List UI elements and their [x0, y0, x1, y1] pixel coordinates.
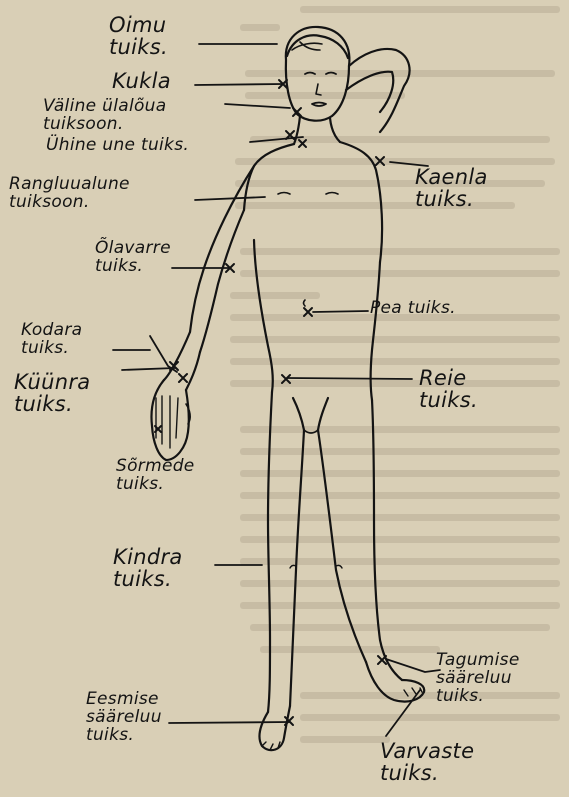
head-and-hair — [286, 27, 350, 121]
label-kukla-pulse: Kukla — [112, 70, 171, 92]
legs — [260, 392, 425, 750]
label-olavarre-pulse: Õlavarre tuiks. — [95, 240, 171, 276]
label-valine-ulaloua-pulse: Väline ülalõua tuiksoon. — [43, 98, 166, 134]
label-uhine-une-pulse: Ühine une tuiks. — [46, 137, 189, 155]
label-tagumise-saareluu-pulse: Tagumise sääreluu tuiks. — [436, 652, 520, 706]
label-sormede-pulse: Sõrmede tuiks. — [116, 458, 195, 494]
label-pea-pulse: Pea tuiks. — [370, 300, 456, 318]
label-eesmise-saareluu-pulse: Eesmise sääreluu tuiks. — [86, 691, 162, 745]
label-kindra-pulse: Kindra tuiks. — [113, 546, 183, 590]
label-varvaste-pulse: Varvaste tuiks. — [380, 740, 474, 784]
label-kuunra-pulse: Küünra tuiks. — [14, 371, 90, 415]
right-arm-and-hand — [152, 166, 255, 460]
label-oimu-pulse: Oimu tuiks. — [109, 14, 168, 58]
label-kodara-pulse: Kodara tuiks. — [21, 322, 82, 358]
raised-left-arm — [346, 49, 410, 132]
label-rangluualune-pulse: Rangluualune tuiksoon. — [9, 176, 130, 212]
neck-and-torso — [244, 116, 382, 433]
label-reie-pulse: Reie tuiks. — [419, 367, 478, 411]
label-kaenla-pulse: Kaenla tuiks. — [415, 166, 488, 210]
